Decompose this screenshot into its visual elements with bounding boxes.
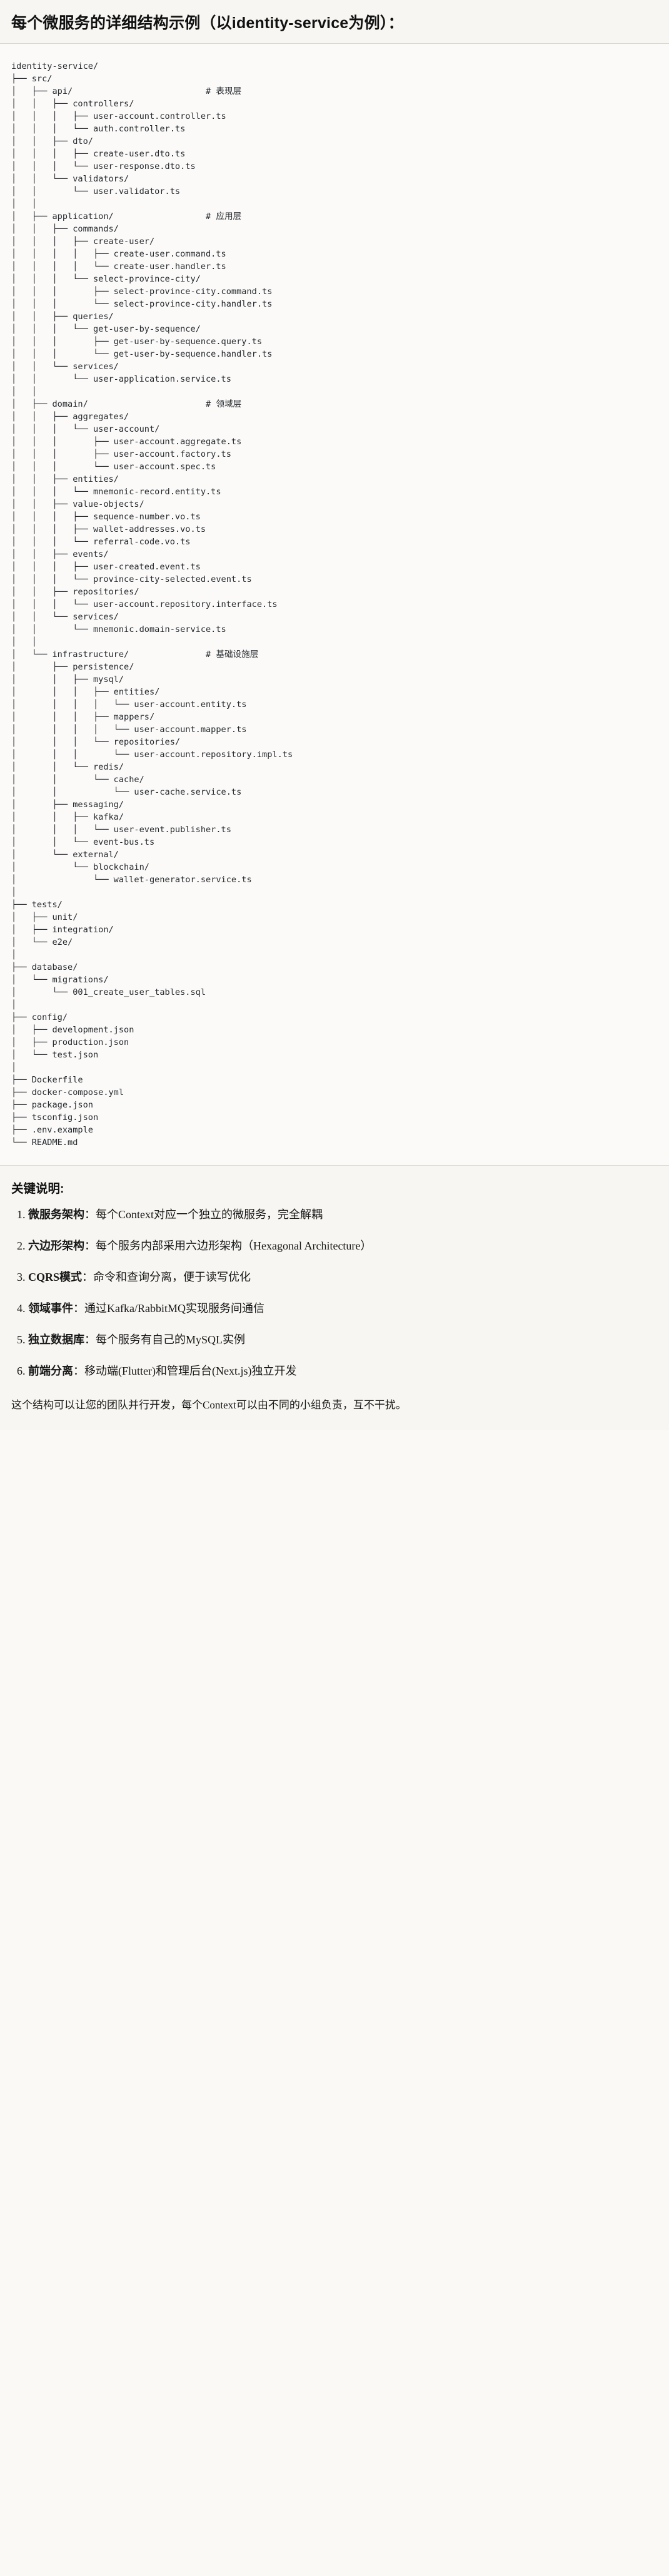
key-notes-title: 关键说明:	[11, 1182, 64, 1196]
document-page: 每个微服务的详细结构示例（以identity-service为例）： ident…	[0, 0, 669, 1430]
note-text: 每个服务有自己的MySQL实例	[96, 1333, 246, 1346]
note-label: 前端分离	[28, 1364, 73, 1377]
note-text: 移动端(Flutter)和管理后台(Next.js)独立开发	[84, 1364, 297, 1377]
note-text: 命令和查询分离，便于读写优化	[93, 1271, 251, 1284]
directory-tree-block: identity-service/ ├── src/ │ ├── api/ # …	[0, 44, 669, 1166]
list-item: 微服务架构：每个Context对应一个独立的微服务，完全解耦	[28, 1206, 658, 1224]
note-label: 独立数据库	[28, 1333, 84, 1346]
note-label: 六边形架构	[28, 1240, 84, 1253]
list-item: 前端分离：移动端(Flutter)和管理后台(Next.js)独立开发	[28, 1363, 658, 1380]
note-text: 每个Context对应一个独立的微服务，完全解耦	[96, 1208, 323, 1221]
list-item: 领域事件：通过Kafka/RabbitMQ实现服务间通信	[28, 1300, 658, 1318]
note-label: 领域事件	[28, 1301, 73, 1315]
note-text: 每个服务内部采用六边形架构（Hexagonal Architecture）	[96, 1240, 372, 1253]
list-item: CQRS模式：命令和查询分离，便于读写优化	[28, 1269, 658, 1286]
note-text: 通过Kafka/RabbitMQ实现服务间通信	[84, 1301, 264, 1315]
page-title: 每个微服务的详细结构示例（以identity-service为例）：	[11, 14, 404, 32]
note-separator: ：	[73, 1301, 84, 1315]
note-separator: ：	[73, 1364, 84, 1377]
note-label: 微服务架构	[28, 1208, 84, 1221]
key-notes-section: 关键说明: 微服务架构：每个Context对应一个独立的微服务，完全解耦 六边形…	[0, 1166, 669, 1430]
note-separator: ：	[84, 1208, 96, 1221]
note-separator: ：	[84, 1333, 96, 1346]
header-divider	[0, 43, 669, 44]
document-header: 每个微服务的详细结构示例（以identity-service为例）：	[0, 0, 669, 44]
tree-divider	[0, 1165, 669, 1166]
directory-tree: identity-service/ ├── src/ │ ├── api/ # …	[11, 61, 293, 1148]
note-separator: ：	[82, 1271, 94, 1284]
note-separator: ：	[84, 1240, 96, 1253]
list-item: 六边形架构：每个服务内部采用六边形架构（Hexagonal Architectu…	[28, 1238, 658, 1255]
closing-paragraph: 这个结构可以让您的团队并行开发，每个Context可以由不同的小组负责，互不干扰…	[11, 1398, 406, 1411]
key-notes-list: 微服务架构：每个Context对应一个独立的微服务，完全解耦 六边形架构：每个服…	[11, 1206, 658, 1380]
list-item: 独立数据库：每个服务有自己的MySQL实例	[28, 1331, 658, 1349]
note-label: CQRS模式	[28, 1271, 83, 1284]
